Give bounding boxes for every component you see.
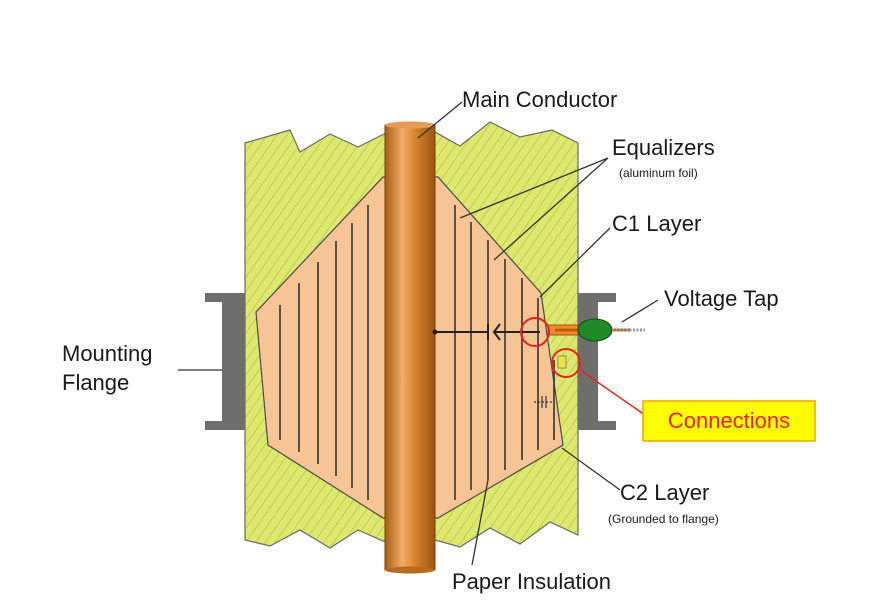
label-main-conductor: Main Conductor [462, 87, 617, 112]
label-flange: Flange [62, 370, 129, 395]
connections-box [642, 400, 816, 442]
label-c1-layer: C1 Layer [612, 211, 701, 236]
c2-tab [557, 355, 567, 369]
mounting-flange-right [578, 293, 616, 430]
c1-capacitor-line [435, 323, 540, 341]
connection-highlight-c2 [551, 348, 581, 378]
c2-capacitor-symbol [534, 396, 552, 408]
label-mounting: Mounting [62, 341, 153, 366]
main-conductor [384, 121, 436, 574]
connection-highlight-c1 [520, 317, 550, 347]
label-equalizers-sub: (aluminum foil) [619, 166, 698, 180]
connections-leader [579, 369, 646, 416]
label-paper-insulation: Paper Insulation [452, 569, 611, 594]
label-c2-layer: C2 Layer [620, 480, 709, 505]
equalizer-foils-right [454, 205, 555, 500]
voltage-tap [547, 318, 645, 342]
connections-label: Connections [668, 408, 790, 433]
equalizer-foils-left [279, 205, 369, 500]
label-c2-layer-sub: (Grounded to flange) [608, 512, 719, 526]
label-equalizers: Equalizers [612, 135, 715, 160]
label-voltage-tap: Voltage Tap [664, 286, 779, 311]
leader-lines [178, 101, 659, 566]
mounting-flange-left [205, 293, 245, 430]
